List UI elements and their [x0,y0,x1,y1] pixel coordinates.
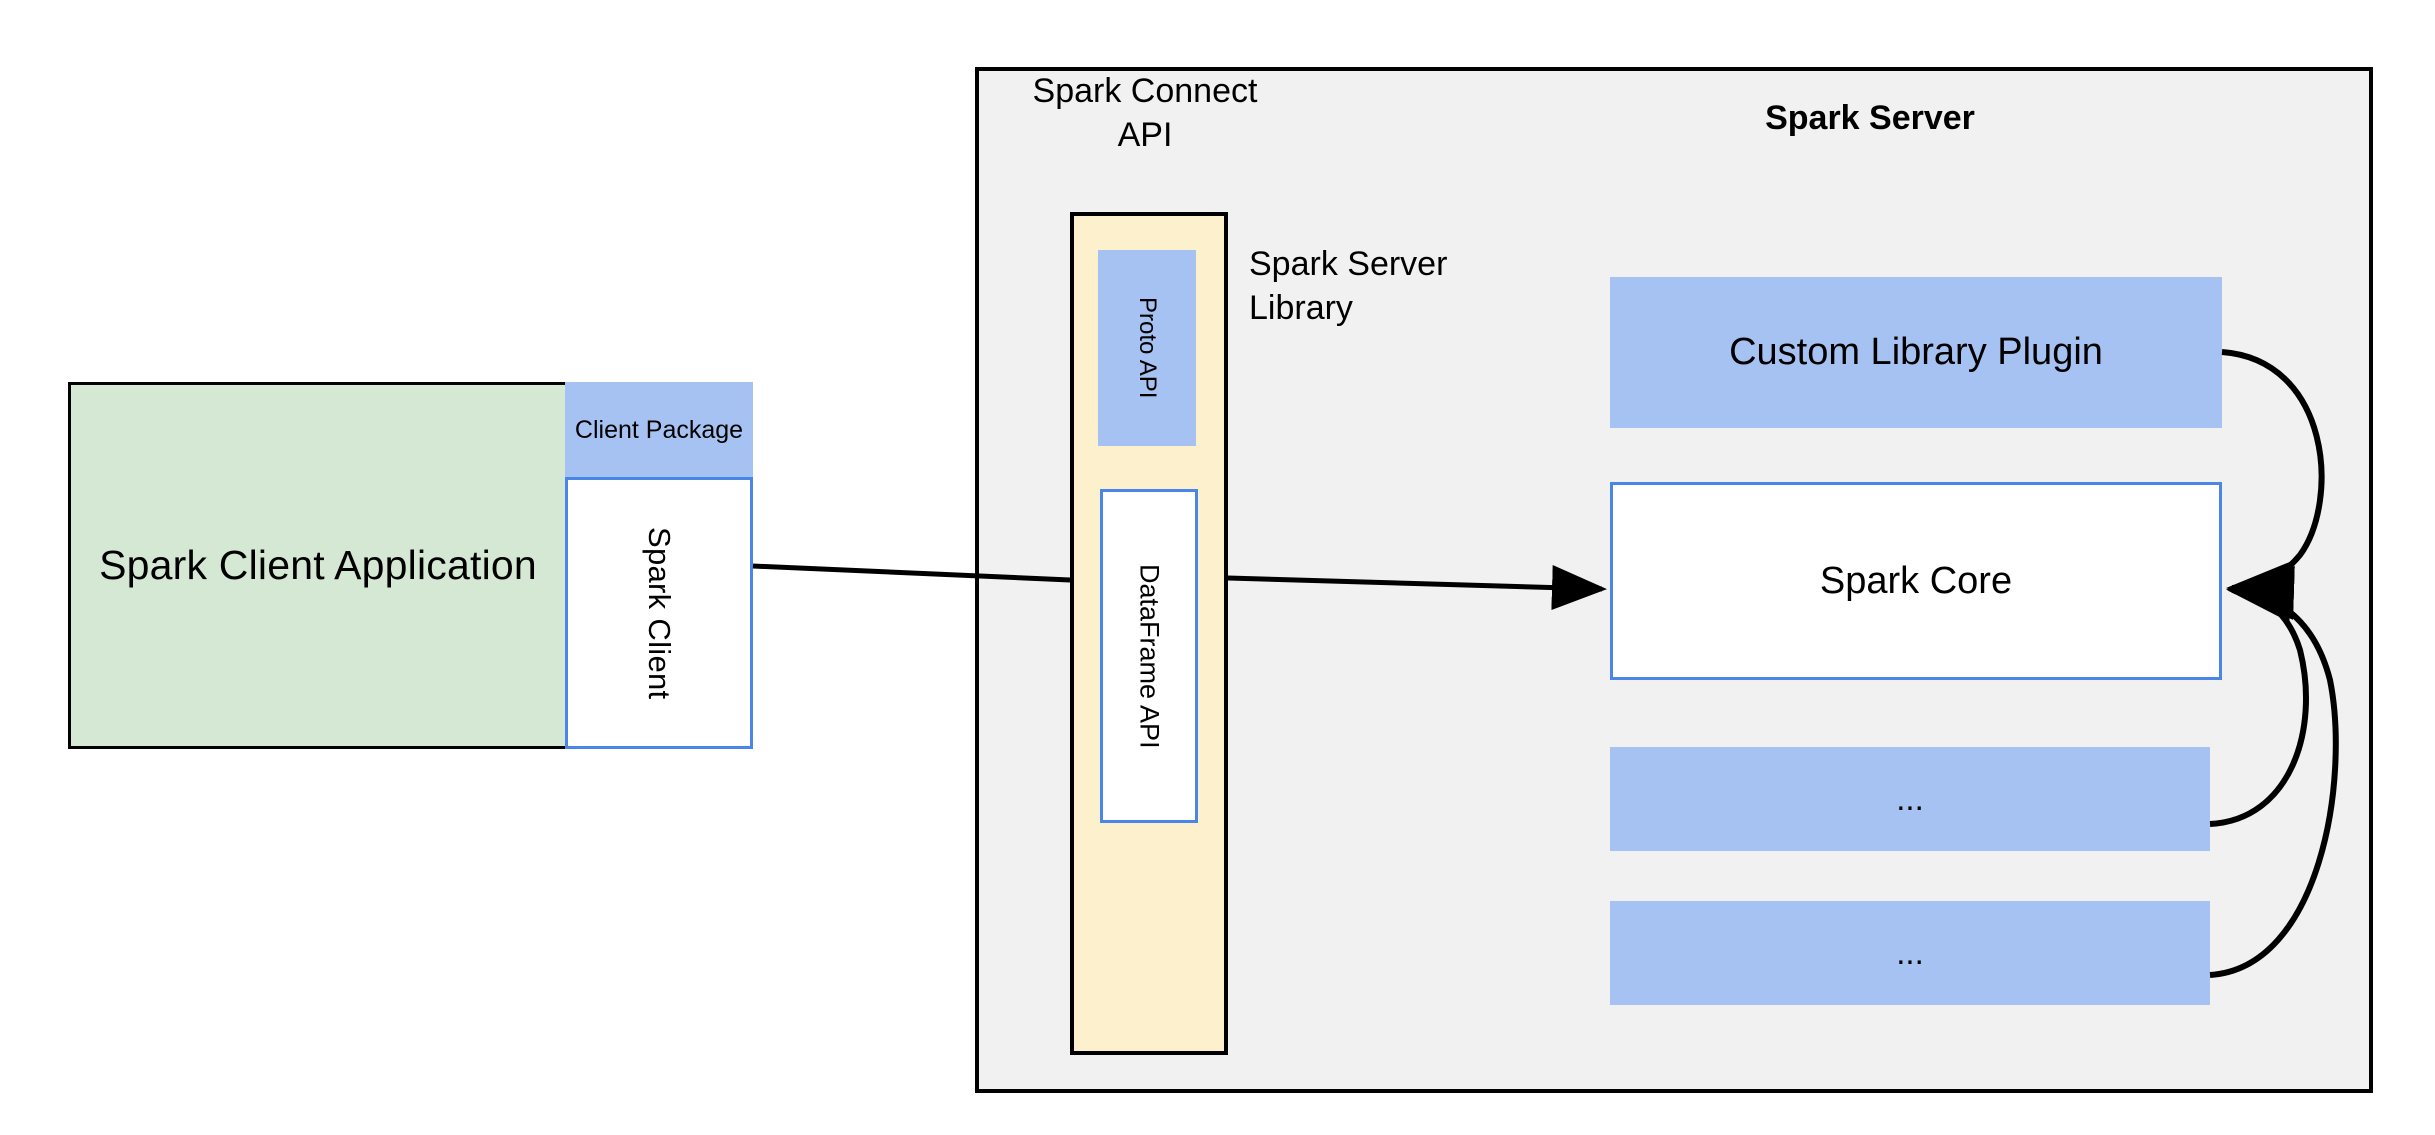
spark-client-box[interactable]: Spark Client [565,477,753,749]
dataframe-api-label: DataFrame API [1134,563,1165,749]
spark-connect-api-label: Spark Connect API [1032,72,1258,154]
client-package-box[interactable]: Client Package [565,382,753,478]
spark-core-label: Spark Core [1819,559,2013,602]
proto-api-label: Proto API [1134,297,1161,399]
spark-client-application-label: Spark Client Application [99,542,537,589]
dataframe-api-box[interactable]: DataFrame API [1100,489,1198,823]
proto-api-box[interactable]: Proto API [1098,250,1196,446]
spark-client-label: Spark Client [642,526,677,700]
custom-library-plugin-box[interactable]: Custom Library Plugin [1610,277,2222,428]
additional-component-box-1[interactable]: ... [1610,747,2210,851]
spark-server-title: Spark Server [1765,99,1975,137]
spark-server-library-label: Spark Server Library [1249,245,1448,327]
ellipsis-label-1: ... [1896,780,1924,817]
additional-component-box-2[interactable]: ... [1610,901,2210,1005]
client-package-label: Client Package [574,415,744,444]
custom-library-plugin-label: Custom Library Plugin [1729,331,2103,373]
spark-client-application-box[interactable]: Spark Client Application [68,382,568,749]
spark-core-box[interactable]: Spark Core [1610,482,2222,680]
ellipsis-label-2: ... [1896,934,1924,971]
